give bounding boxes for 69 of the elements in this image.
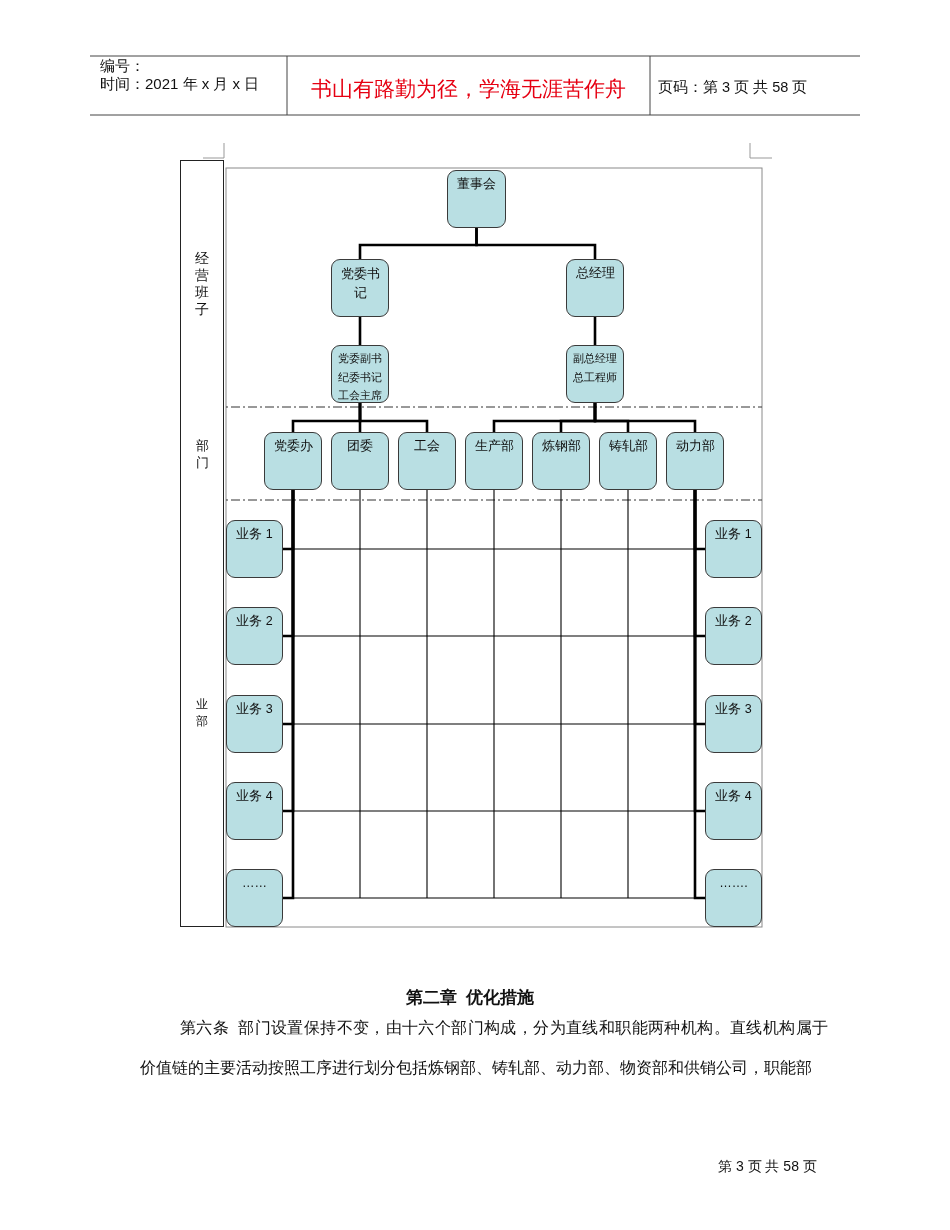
org-chart-box: [566, 345, 624, 403]
org-chart-box: [705, 520, 762, 578]
connector-line: [359, 489, 361, 899]
box-label: 工会主席: [338, 388, 382, 403]
box-label: 党委办: [273, 438, 313, 455]
org-chart-box: [447, 170, 506, 228]
org-chart-box: [226, 695, 283, 753]
section-heading: 第二章 优化措施: [406, 987, 535, 1009]
box-label: 业务 4: [715, 788, 752, 805]
box-label: 动力部: [675, 438, 715, 455]
connector-line: [560, 489, 562, 899]
org-chart-box: [705, 695, 762, 753]
box-label: 纪委书记: [338, 369, 382, 385]
box-label: 业务 1: [715, 526, 752, 543]
connector-line: [358, 403, 429, 432]
body-paragraph: 第六条 部门设置保持不变，由十六个部门构成，分为直线和职能两种机构。直线机构属于价值链的主要活动按照工序进行划分包括炼钢部、铸轧部、动力部、物资部和供销公司，职能部: [140, 1017, 828, 1079]
connector-line: [493, 489, 495, 899]
connector-line: [593, 317, 597, 345]
box-label: 总经理: [575, 265, 615, 282]
box-label: 业务 4: [236, 788, 273, 805]
org-chart-box: [705, 607, 762, 665]
org-chart-box: [566, 259, 624, 317]
org-chart-box: [705, 782, 762, 840]
box-label: 业务 1: [236, 526, 273, 543]
box-label: 董事会: [457, 176, 496, 193]
org-chart-box: [532, 432, 590, 490]
org-chart-box: [226, 607, 283, 665]
box-label: 炼钢部: [541, 438, 581, 455]
org-chart-box: [331, 345, 389, 403]
box-label: 铸轧部: [608, 438, 648, 455]
box-label: 副总经理: [573, 351, 617, 366]
connector-line: [358, 317, 362, 345]
date-label: 时间：2021 年 x 月 x 日: [100, 75, 260, 94]
box-label: 业务 3: [236, 701, 273, 718]
org-chart-box: [226, 520, 283, 578]
box-label: 总工程师: [573, 369, 617, 385]
org-chart-box: [465, 432, 523, 490]
org-chart-box: [264, 432, 322, 490]
connector-line: [593, 403, 697, 432]
box-label: 工会: [414, 438, 440, 455]
motto-text: 书山有路勤为径，学海无涯苦作舟: [311, 76, 626, 102]
org-chart-box: [226, 869, 283, 927]
box-label: 党委书记: [339, 265, 381, 302]
org-chart-box: [599, 432, 657, 490]
lane-label: 经营班子: [195, 250, 209, 318]
box-label: ……: [242, 875, 267, 892]
box-label: 生产部: [474, 438, 514, 455]
box-label: 业务 3: [715, 701, 752, 718]
box-label: 团委: [347, 438, 373, 455]
document-number-label: 编号：: [100, 57, 145, 76]
lane-header-cell: [180, 500, 224, 927]
lane-label: 业部: [196, 696, 208, 730]
box-label: 党委副书: [338, 351, 382, 366]
lane-label: 部门: [195, 436, 209, 471]
box-label: 业务 2: [236, 613, 273, 630]
org-chart-box: [666, 432, 724, 490]
org-chart-box: [331, 432, 389, 490]
org-chart-box: [226, 782, 283, 840]
box-label: 业务 2: [715, 613, 752, 630]
page-number-label: 页码：第 3 页 共 58 页: [658, 78, 808, 97]
box-label: …….: [719, 875, 748, 892]
org-chart-box: [331, 259, 389, 317]
connector-line: [475, 228, 597, 259]
org-chart-box: [398, 432, 456, 490]
lane-header-cell: [180, 160, 224, 407]
connector-line: [627, 489, 629, 899]
connector-line: [426, 489, 428, 899]
org-chart-box: [705, 869, 762, 927]
page-footer: 第 3 页 共 58 页: [718, 1158, 817, 1176]
